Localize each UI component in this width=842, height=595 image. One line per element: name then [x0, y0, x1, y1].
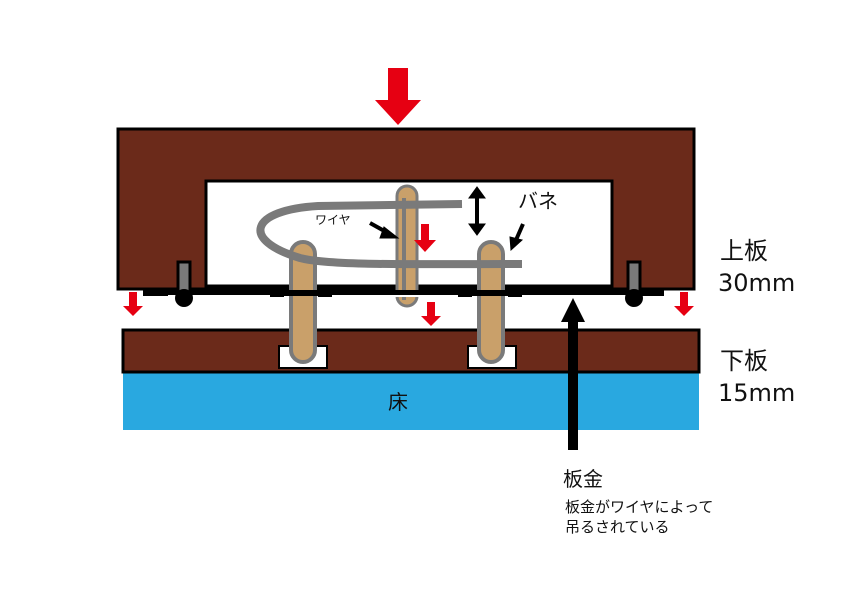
- sheet-metal-pointer-arrow: [561, 298, 585, 450]
- peg-right: [477, 240, 505, 364]
- hanger-left: [175, 260, 193, 307]
- force-arrow-top: [375, 68, 421, 125]
- spring-label: バネ: [518, 189, 558, 213]
- small-red-arrows: [123, 224, 694, 326]
- floor-label: 床: [388, 390, 408, 414]
- sheet-metal-note-2: 吊るされている: [565, 518, 670, 536]
- spring-travel-arrow: [468, 186, 486, 236]
- sheet-metal-slots: [270, 294, 522, 297]
- peg-left: [289, 240, 317, 364]
- upper-board-thickness: 30mm: [718, 269, 796, 297]
- upper-board-label: 上板: [720, 237, 768, 265]
- sheet-metal-note-1: 板金がワイヤによって: [565, 498, 714, 516]
- wire-label: ワイヤ: [315, 213, 351, 227]
- lower-board-thickness: 15mm: [718, 379, 796, 407]
- wire: [256, 200, 523, 269]
- hanger-right: [625, 260, 643, 307]
- pointer-arrows: [369, 221, 525, 252]
- lower-board: [121, 328, 701, 374]
- sheet-metal-label: 板金: [563, 467, 603, 491]
- lower-board-label: 下板: [720, 347, 768, 375]
- floor: [123, 372, 699, 430]
